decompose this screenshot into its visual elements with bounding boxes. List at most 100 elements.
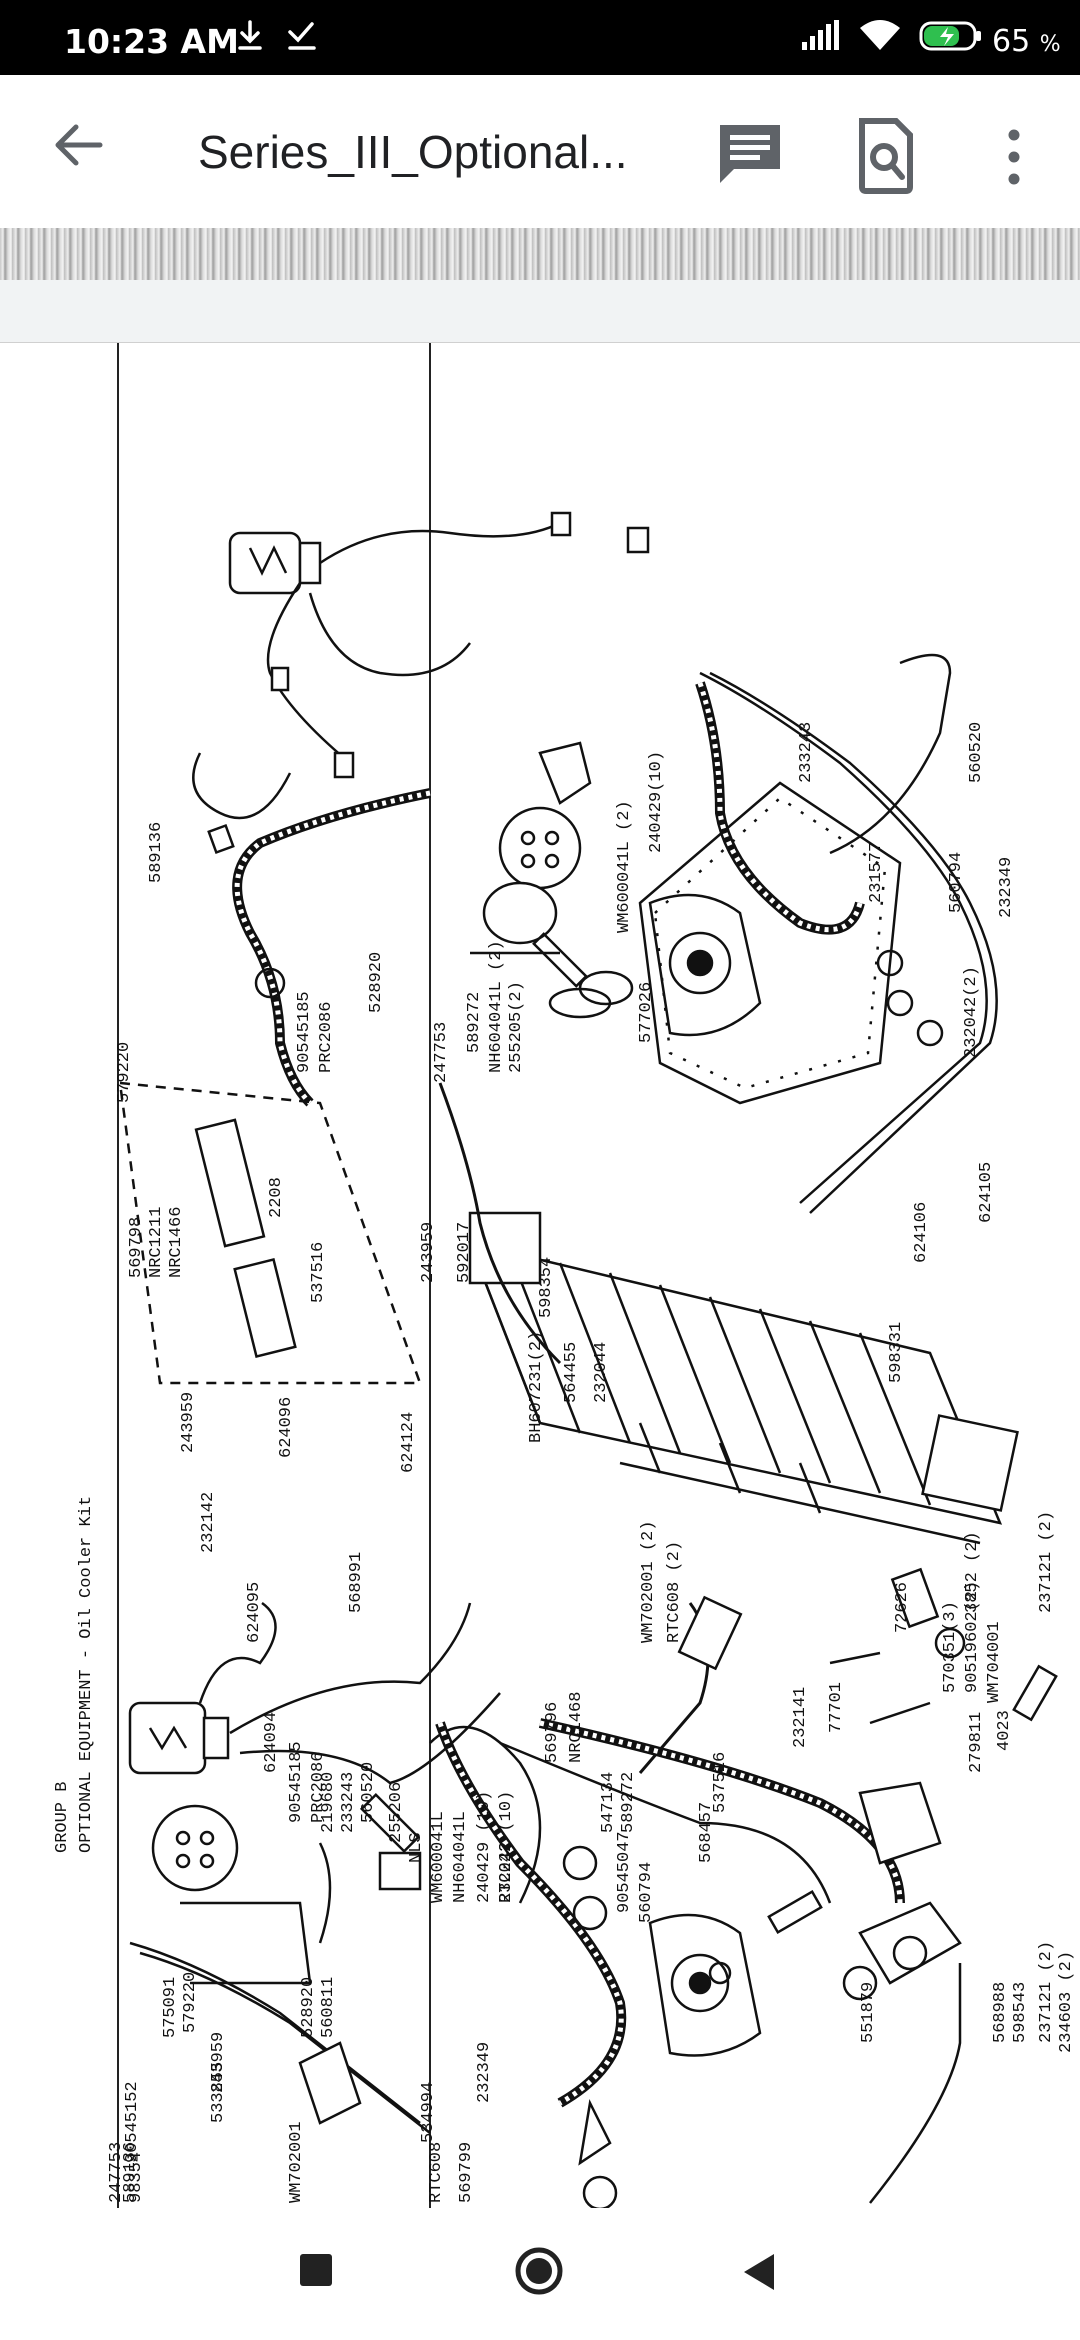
part-number-label: 624105 <box>977 1162 996 1223</box>
part-number-label: 528920 <box>299 1977 318 2038</box>
part-number-label: 90545152 <box>123 2081 142 2163</box>
part-number-label: 247753 <box>107 2142 126 2203</box>
part-number-label: 569798 <box>127 1217 146 1278</box>
part-number-label: 234603 (2) <box>1057 1951 1076 2053</box>
part-number-label: 598354 <box>537 1257 556 1318</box>
part-number-label: 98354 <box>127 2152 146 2203</box>
part-number-label: 570351(3) <box>941 1601 960 1693</box>
part-number-label: 579220 <box>181 1972 200 2033</box>
part-number-label: 3852 (2) <box>963 1531 982 1613</box>
part-number-label: NH604041L (2) <box>487 940 506 1073</box>
download-icon <box>232 18 268 58</box>
part-number-label: 233243 <box>797 722 816 783</box>
gauge-lower <box>128 1701 230 1775</box>
part-number-label: WM600041L <box>429 1811 448 1903</box>
part-number-label: WM600041L (2) <box>615 800 634 933</box>
part-number-label: 568991 <box>347 1552 366 1613</box>
part-number-label: 589272 <box>619 1772 638 1833</box>
part-number-label: 232349 <box>475 2042 494 2103</box>
part-number-label: 589136 <box>147 822 166 883</box>
part-number-label: 575091 <box>161 1977 180 2038</box>
comment-icon[interactable] <box>712 117 788 193</box>
part-number-label: RTC608 (2) <box>665 1541 684 1643</box>
part-number-label: 598331 <box>887 1322 906 1383</box>
part-number-label: NRC1466 <box>167 1207 186 1278</box>
part-number-label: 237121 (2) <box>1037 1511 1056 1613</box>
part-number-label: 624094 <box>262 1712 281 1773</box>
recents-square-icon[interactable] <box>298 2252 334 2292</box>
part-number-label: NH604041L <box>451 1811 470 1903</box>
part-number-label: 624096 <box>277 1397 296 1458</box>
part-number-label: 255205(2) <box>507 981 526 1073</box>
part-number-label: 243959 <box>209 2032 228 2093</box>
part-number-label: 534994 <box>419 2082 438 2143</box>
part-number-label: BH607231(2) <box>527 1331 546 1443</box>
back-triangle-icon[interactable] <box>740 2252 776 2296</box>
more-vert-icon[interactable] <box>994 117 1034 197</box>
part-number-label: 2208 <box>267 1177 286 1218</box>
part-number-label: 90545185 <box>295 991 314 1073</box>
page-gap <box>0 280 1080 342</box>
part-number-label: 240429(10) <box>647 751 666 853</box>
part-number-label: 624095 <box>245 1582 264 1643</box>
part-number-label: 90545047 <box>615 1831 634 1913</box>
part-number-label: 568457 <box>697 1802 716 1863</box>
part-number-label: PRC2086 <box>317 1002 336 1073</box>
upper-diagram <box>118 511 1019 1774</box>
app-bar: Series_III_Optional... <box>0 75 1080 227</box>
part-number-label: 560811 <box>319 1977 338 2038</box>
part-number-label: NRC1211 <box>147 1207 166 1278</box>
part-number-label: 560520 <box>967 722 986 783</box>
part-number-label: 219680 <box>319 1772 338 1833</box>
battery-percent: 65 % <box>992 24 1061 59</box>
find-in-page-icon[interactable] <box>848 115 924 195</box>
part-number-label: 232042(2) <box>962 966 981 1058</box>
part-number-label: 233243 <box>339 1772 358 1833</box>
part-number-label: 533855 <box>209 2062 228 2123</box>
part-number-label: 90519602(2) <box>963 1581 982 1693</box>
part-number-label: 551879 <box>859 1982 878 2043</box>
part-number-label: 592017 <box>455 1222 474 1283</box>
document-page[interactable]: GROUP B OPTIONAL EQUIPMENT - Oil Cooler … <box>0 342 1080 2209</box>
part-number-label: 579220 <box>115 1042 134 1103</box>
part-number-label: 560520 <box>359 1762 378 1823</box>
part-number-label: 4023 <box>995 1710 1014 1751</box>
oil-cooler-matrix <box>467 1211 1019 1545</box>
part-number-label: 243959 <box>419 1222 438 1283</box>
part-number-label: 598543 <box>1011 1982 1030 2043</box>
navigation-bar <box>0 2208 1080 2340</box>
part-number-label: 537516 <box>711 1752 730 1813</box>
part-number-label: 247753 <box>432 1022 451 1083</box>
signal-icon <box>800 18 842 58</box>
part-number-label: 72626 <box>893 1582 912 1633</box>
status-bar: 10:23 AM 65 % <box>0 0 1080 75</box>
part-number-label: 560794 <box>637 1862 656 1923</box>
part-number-label: 232141 <box>791 1687 810 1748</box>
part-number-label: RTC608 <box>427 2142 446 2203</box>
previous-page-scan-edge <box>0 228 1080 280</box>
status-time: 10:23 AM <box>64 22 239 61</box>
part-number-label: 279811 <box>967 1712 986 1773</box>
part-number-label: WM704001 <box>985 1621 1004 1703</box>
group-label: GROUP B <box>53 1782 72 1853</box>
part-number-label: NLS <box>407 1832 426 1863</box>
home-circle-icon[interactable] <box>512 2244 566 2302</box>
lower-diagram <box>128 1601 1058 2209</box>
section-title: OPTIONAL EQUIPMENT - Oil Cooler Kit <box>77 1496 96 1853</box>
part-number-label: 560794 <box>947 852 966 913</box>
back-arrow-icon[interactable] <box>40 105 120 185</box>
wifi-icon <box>858 18 902 58</box>
part-number-label: 589136 <box>121 2142 140 2203</box>
part-number-label: 624106 <box>912 1202 931 1263</box>
part-number-label: WM702001 (2) <box>639 1521 658 1643</box>
part-number-label: 564455 <box>562 1342 581 1403</box>
part-number-label: 243959 <box>179 1392 198 1453</box>
part-number-label: 537516 <box>309 1242 328 1303</box>
part-number-label: 547134 <box>599 1772 618 1833</box>
part-number-label: 528920 <box>367 952 386 1013</box>
part-number-label: 569799 <box>457 2142 476 2203</box>
part-number-label: 232142 <box>199 1492 218 1553</box>
part-number-label: PRC2086 <box>309 1752 328 1823</box>
part-number-label: 237121 (2) <box>1037 1941 1056 2043</box>
part-number-label: 232042 <box>497 1842 516 1903</box>
